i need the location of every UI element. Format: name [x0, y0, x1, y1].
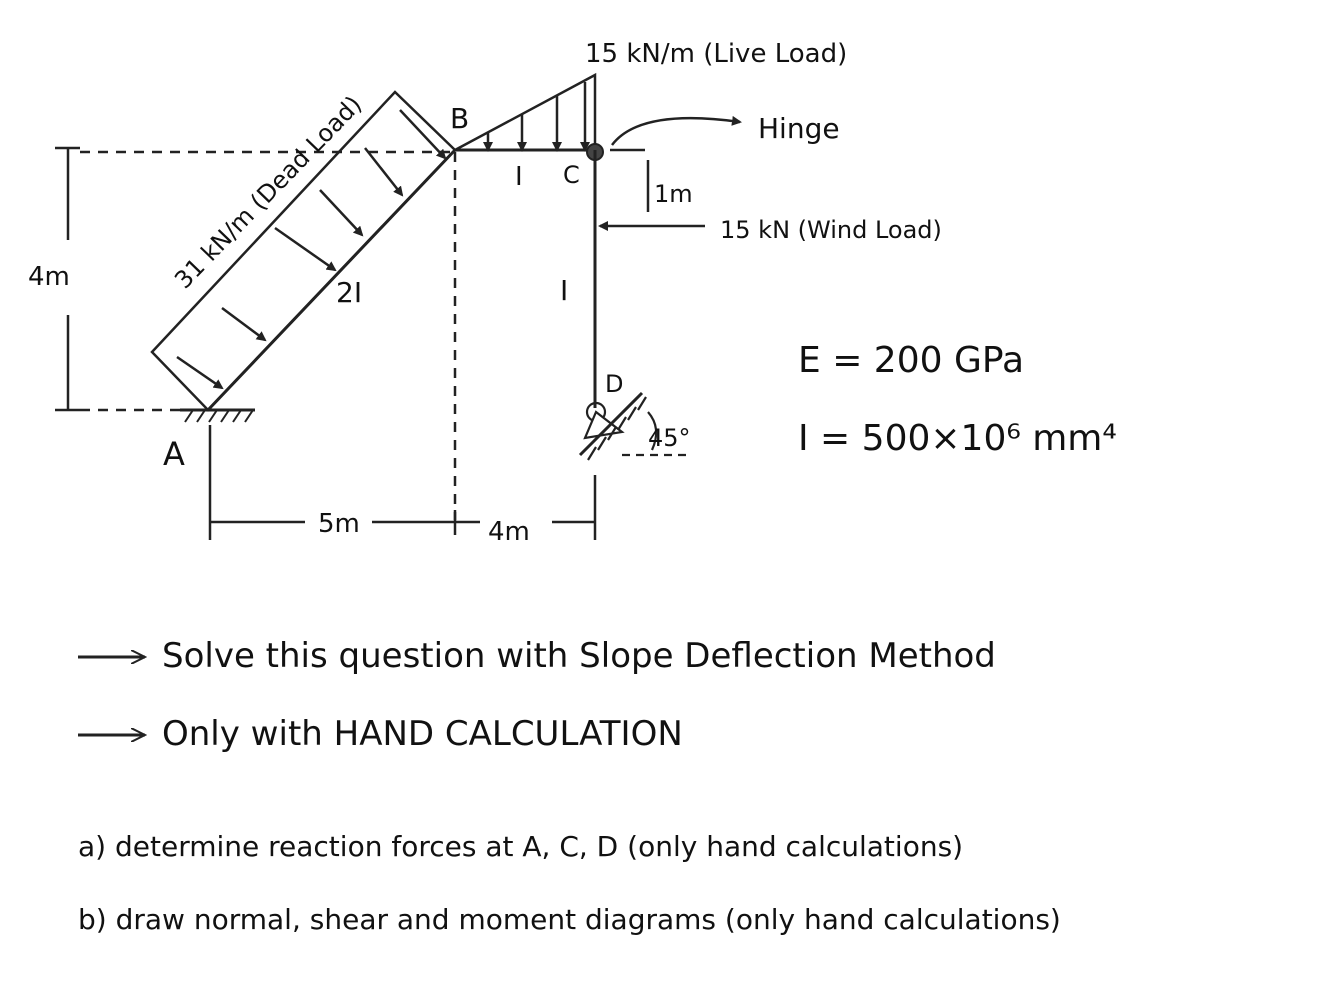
height-dimension — [55, 146, 80, 412]
label-b: B — [450, 102, 469, 135]
dead-load-block — [150, 90, 457, 412]
dim-5m-label: 5m — [318, 509, 360, 539]
hinge-arrow — [611, 115, 742, 146]
property-i: I = 500×10⁶ mm⁴ — [798, 418, 1117, 459]
inertia-bc: I — [515, 162, 523, 192]
height-label: 4m — [28, 262, 70, 292]
property-e: E = 200 GPa — [798, 340, 1024, 381]
horizontal-dimensions — [208, 425, 597, 540]
instruction-2: Only with HAND CALCULATION — [162, 714, 683, 754]
task-a: a) determine reaction forces at A, C, D … — [78, 830, 964, 863]
inertia-cd: I — [560, 274, 568, 307]
label-c: C — [563, 161, 580, 189]
support-a — [180, 408, 255, 423]
label-a: A — [163, 435, 185, 473]
wind-load-label: 15 kN (Wind Load) — [720, 216, 942, 244]
one-m-dimension — [610, 148, 650, 212]
dead-load-label: 31 kN/m (Dead Load) — [169, 90, 367, 294]
reference-lines — [80, 150, 457, 520]
angle-label: 45° — [648, 424, 691, 452]
task-b: b) draw normal, shear and moment diagram… — [78, 903, 1061, 936]
inertia-ab: 2I — [336, 276, 362, 309]
one-m-label: 1m — [654, 180, 693, 208]
support-d — [578, 391, 690, 461]
instruction-1: Solve this question with Slope Deflectio… — [162, 636, 996, 676]
hinge-label: Hinge — [758, 112, 840, 145]
label-d: D — [605, 370, 623, 398]
live-load-triangle — [454, 72, 597, 152]
live-load-label: 15 kN/m (Live Load) — [585, 39, 847, 69]
dim-4m-label: 4m — [488, 517, 530, 547]
